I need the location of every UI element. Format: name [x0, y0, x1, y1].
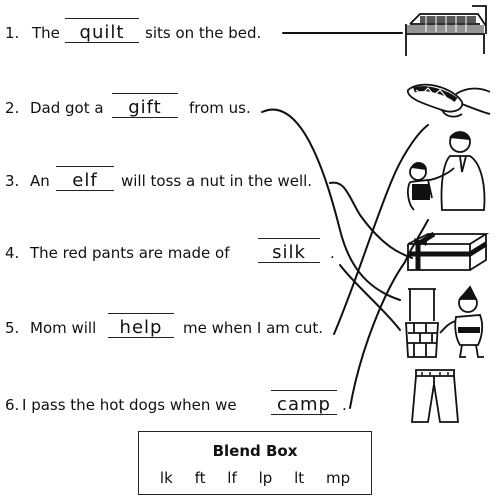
sentence-5: 5. Mom will help me when I am cut. [0, 313, 370, 343]
sentence-text-after: me when I am cut. [183, 319, 324, 337]
match-line-6 [349, 219, 429, 409]
sentence-text-before: The [32, 24, 60, 42]
handwritten-answer: camp [277, 394, 331, 415]
sentence-number: 2. [5, 99, 20, 117]
blend-item: ft [194, 469, 206, 487]
blend-item: mp [325, 469, 351, 487]
blend-box-title: Blend Box [212, 442, 298, 460]
blend-item: lp [258, 469, 273, 487]
blend-item: lk [159, 469, 173, 487]
answer-blank[interactable]: quilt [65, 18, 139, 44]
sentence-1: 1. The quilt sits on the bed. [0, 18, 370, 48]
pants-icon[interactable] [408, 368, 468, 424]
bed-icon[interactable] [400, 2, 490, 60]
sentence-text-after: sits on the bed. [145, 24, 262, 42]
match-line-4 [339, 264, 401, 331]
handwritten-answer: help [119, 317, 163, 338]
sentence-text-after: from us. [189, 99, 251, 117]
answer-blank[interactable]: gift [112, 93, 178, 119]
sentence-text-before: An [30, 172, 50, 190]
sentence-number: 1. [5, 24, 20, 42]
sentence-number: 3. [5, 172, 20, 190]
sentence-text-after: . [342, 396, 347, 414]
sentence-number: 4. [5, 244, 20, 262]
well-with-elf-icon[interactable] [404, 283, 494, 359]
blend-box-items: lk ft lf lp lt mp [139, 469, 371, 487]
sentence-4: 4. The red pants are made of silk . [0, 238, 370, 268]
match-line-5 [333, 124, 429, 335]
answer-blank[interactable]: silk [258, 238, 320, 264]
sentence-text-after: will toss a nut in the well. [121, 172, 313, 190]
sentence-text-before: I pass the hot dogs when we [22, 396, 237, 414]
sentence-number: 5. [5, 319, 20, 337]
answer-blank[interactable]: elf [56, 166, 114, 192]
doctor-with-boy-icon[interactable] [404, 128, 490, 214]
sentence-text-before: Dad got a [30, 99, 104, 117]
sentence-3: 3. An elf will toss a nut in the well. [0, 166, 370, 196]
handwritten-answer: silk [272, 242, 306, 263]
match-line-2 [261, 108, 401, 301]
handwritten-answer: gift [128, 97, 162, 118]
handwritten-answer: quilt [79, 22, 125, 43]
answer-blank[interactable]: help [108, 313, 174, 339]
sentence-text-after: . [330, 244, 335, 262]
sentence-6: 6. I pass the hot dogs when we camp . [0, 390, 370, 420]
blend-item: lf [227, 469, 237, 487]
sentence-text-before: The red pants are made of [30, 244, 230, 262]
sentence-text-before: Mom will [30, 319, 97, 337]
blend-item: lt [294, 469, 305, 487]
hot-dog-icon[interactable] [402, 68, 492, 128]
match-line-3 [329, 181, 413, 259]
wrapped-gift-icon[interactable] [404, 230, 490, 274]
answer-blank[interactable]: camp [271, 390, 337, 416]
sentence-2: 2. Dad got a gift from us. [0, 93, 370, 123]
sentence-number: 6. [5, 396, 20, 414]
handwritten-answer: elf [72, 170, 98, 191]
blend-box: Blend Box lk ft lf lp lt mp [138, 431, 372, 495]
